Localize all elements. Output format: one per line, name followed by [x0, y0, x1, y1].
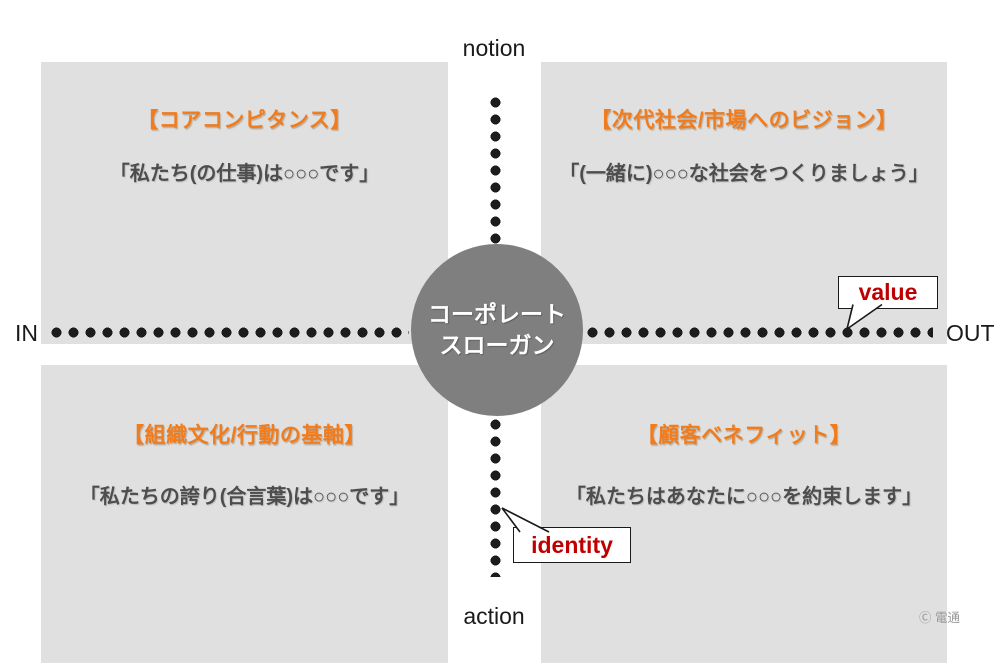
- value-callout-tail: [845, 303, 883, 331]
- identity-callout: identity: [513, 527, 631, 563]
- quadrant-bottom-right: 【顧客ベネフィット】 「私たちはあなたに○○○を約束します」: [541, 365, 947, 663]
- center-circle-label-line2: スローガン: [439, 332, 555, 358]
- quadrant-body: 「私たちはあなたに○○○を約束します」: [565, 486, 923, 508]
- axis-label-notion: notion: [462, 35, 526, 61]
- quadrant-body: 「(一緒に)○○○な社会をつくりましょう」: [559, 163, 929, 185]
- quadrant-body: 「私たちの誇り(合言葉)は○○○です」: [79, 486, 410, 508]
- horizontal-axis-dots-right: [584, 327, 933, 338]
- value-callout-label: value: [858, 279, 918, 305]
- identity-callout-label: identity: [531, 531, 613, 558]
- quadrant-top-left: 【コアコンピタンス】 「私たち(の仕事)は○○○です」: [41, 62, 448, 344]
- axis-label-out: OUT: [946, 320, 995, 346]
- quadrant-title: 【次代社会/市場へのビジョン】: [590, 109, 898, 132]
- axis-label-action: action: [463, 603, 525, 629]
- quadrant-bottom-left: 【組織文化/行動の基軸】 「私たちの誇り(合言葉)は○○○です」: [41, 365, 448, 663]
- horizontal-axis-dots-left: [48, 327, 409, 338]
- quadrant-body: 「私たち(の仕事)は○○○です」: [109, 163, 380, 185]
- center-circle: コーポレート スローガン: [411, 244, 583, 416]
- vertical-axis-dots-top: [490, 94, 501, 245]
- center-circle-label-line1: コーポレート: [428, 301, 566, 327]
- quadrant-top-right: 【次代社会/市場へのビジョン】 「(一緒に)○○○な社会をつくりましょう」: [541, 62, 947, 344]
- quadrant-title: 【コアコンピタンス】: [137, 109, 352, 132]
- copyright-credit: Ⓒ 電通: [919, 611, 960, 625]
- quadrant-title: 【顧客ベネフィット】: [636, 424, 852, 447]
- quadrant-title: 【組織文化/行動の基軸】: [123, 424, 366, 447]
- axis-label-in: IN: [15, 320, 38, 346]
- identity-callout-tail: [501, 507, 550, 533]
- value-callout: value: [838, 276, 938, 309]
- vertical-axis-dots-bottom: [490, 416, 501, 577]
